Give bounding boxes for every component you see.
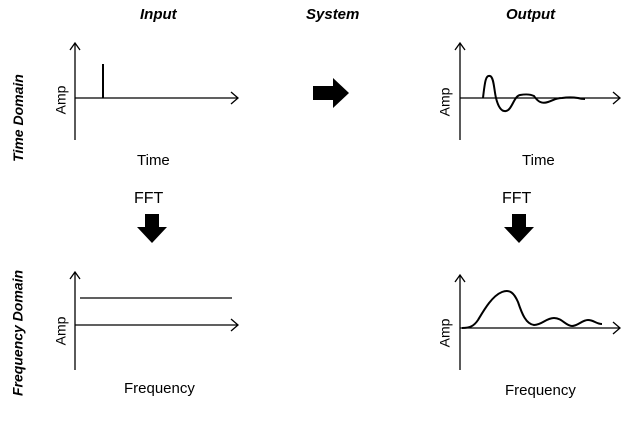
output-time-axes [454,41,621,140]
column-header-output: Output [506,6,556,23]
output-frequency-axes [454,273,621,370]
fft-arrow-output-icon [504,214,534,243]
input-frequency-axes [69,270,239,370]
fft-label-input: FFT [134,190,164,207]
frequency-label-input: Frequency [124,380,195,397]
fft-label-output: FFT [502,190,532,207]
column-header-system: System [306,6,360,23]
time-label-input: Time [137,152,170,169]
time-label-output: Time [522,152,555,169]
output-impulse-response [482,74,586,113]
system-arrow-icon [313,78,349,108]
frequency-label-output: Frequency [505,382,576,399]
column-header-input: Input [140,6,177,23]
output-frequency-response [461,290,603,329]
input-time-axes [69,41,239,140]
fft-arrow-input-icon [137,214,167,243]
